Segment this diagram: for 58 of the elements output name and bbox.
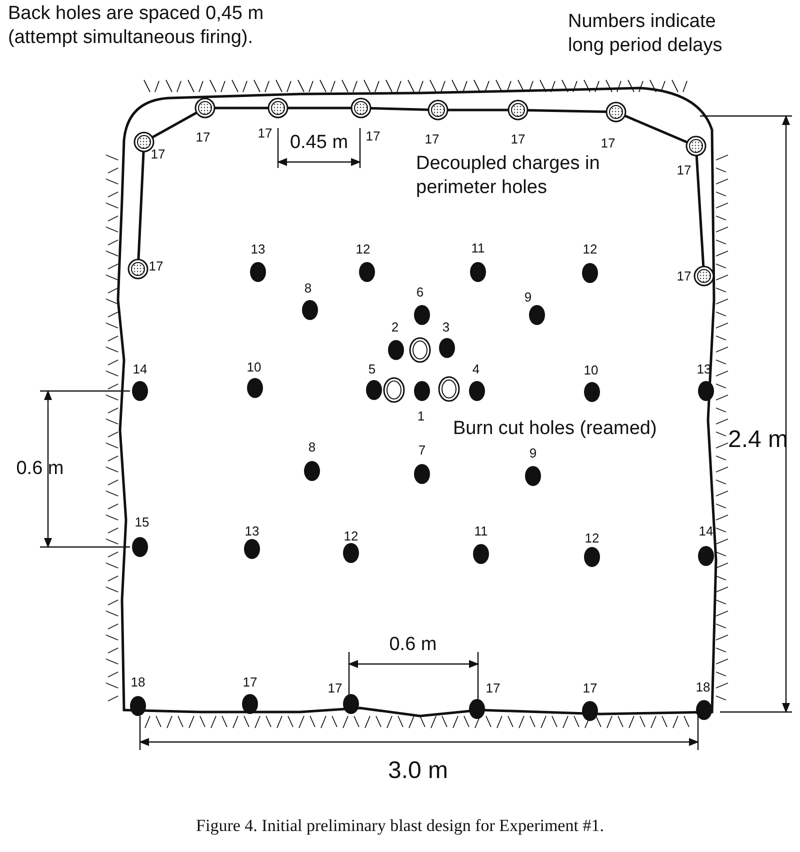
delay-number: 10 (246, 360, 262, 374)
delay-number: 17 (150, 146, 166, 162)
delay-number: 11 (474, 524, 488, 538)
delay-number: 14 (698, 524, 714, 538)
delay-number: 4 (472, 362, 480, 376)
note-text: Numbers indicate long period delays (568, 10, 724, 58)
delay-number: 17 (366, 128, 380, 144)
delay-number: 12 (344, 528, 358, 544)
cord-line (152, 112, 197, 138)
delay-number: 17 (424, 132, 440, 146)
delay-number: 14 (132, 362, 148, 376)
cord-line (624, 114, 688, 144)
delay-number: 1 (417, 408, 425, 424)
cord-line (215, 106, 268, 110)
note-text: Burn cut holes (reamed) (453, 418, 657, 440)
delay-number: 17 (196, 130, 210, 144)
delay-number: 8 (304, 280, 312, 296)
cord-line (137, 152, 145, 260)
dimension-label: 0.6 m (389, 634, 437, 656)
note-text: Decoupled charges in perimeter holes (416, 152, 601, 200)
delay-number: 17 (148, 258, 164, 274)
delay-number: 10 (584, 362, 598, 378)
cord-line (528, 108, 606, 114)
cord-line (695, 156, 705, 266)
delay-number: 8 (308, 440, 316, 454)
cord-line (448, 108, 508, 112)
delay-number: 18 (130, 674, 146, 690)
delay-number: 17 (328, 680, 342, 696)
delay-number: 15 (134, 514, 150, 530)
delay-number: 13 (244, 524, 260, 538)
delay-number: 17 (242, 674, 258, 690)
delay-number: 18 (696, 680, 710, 694)
dimension-label: 0.6 m (16, 458, 64, 480)
delay-number: 12 (582, 242, 598, 256)
delay-number: 9 (529, 446, 537, 460)
delay-number: 17 (486, 680, 500, 696)
delay-number: 3 (442, 320, 450, 334)
delay-number: 17 (258, 126, 272, 140)
delay-number: 13 (250, 242, 266, 256)
delay-number: 11 (471, 240, 485, 256)
delay-number: 17 (676, 162, 692, 178)
cord-line (288, 106, 351, 110)
delay-number: 17 (582, 680, 598, 696)
delay-number: 2 (391, 320, 399, 334)
dimension-label: 3.0 m (388, 757, 448, 785)
dimension-label: 0.45 m (290, 132, 348, 154)
delay-number: 12 (356, 242, 370, 256)
cord-line (370, 107, 428, 111)
delay-number: 17 (510, 132, 526, 146)
delay-number: 9 (524, 290, 532, 304)
figure-caption: Figure 4. Initial preliminary blast design for Experiment #1. (196, 816, 604, 836)
delay-number: 5 (368, 362, 376, 376)
note-text: Back holes are spaced 0,45 m (attempt simultaneous firing). (8, 2, 265, 50)
delay-number: 7 (418, 442, 426, 458)
delay-number: 12 (584, 530, 600, 546)
delay-number: 17 (676, 268, 692, 284)
delay-number: 17 (600, 136, 616, 150)
delay-number: 6 (416, 284, 424, 300)
